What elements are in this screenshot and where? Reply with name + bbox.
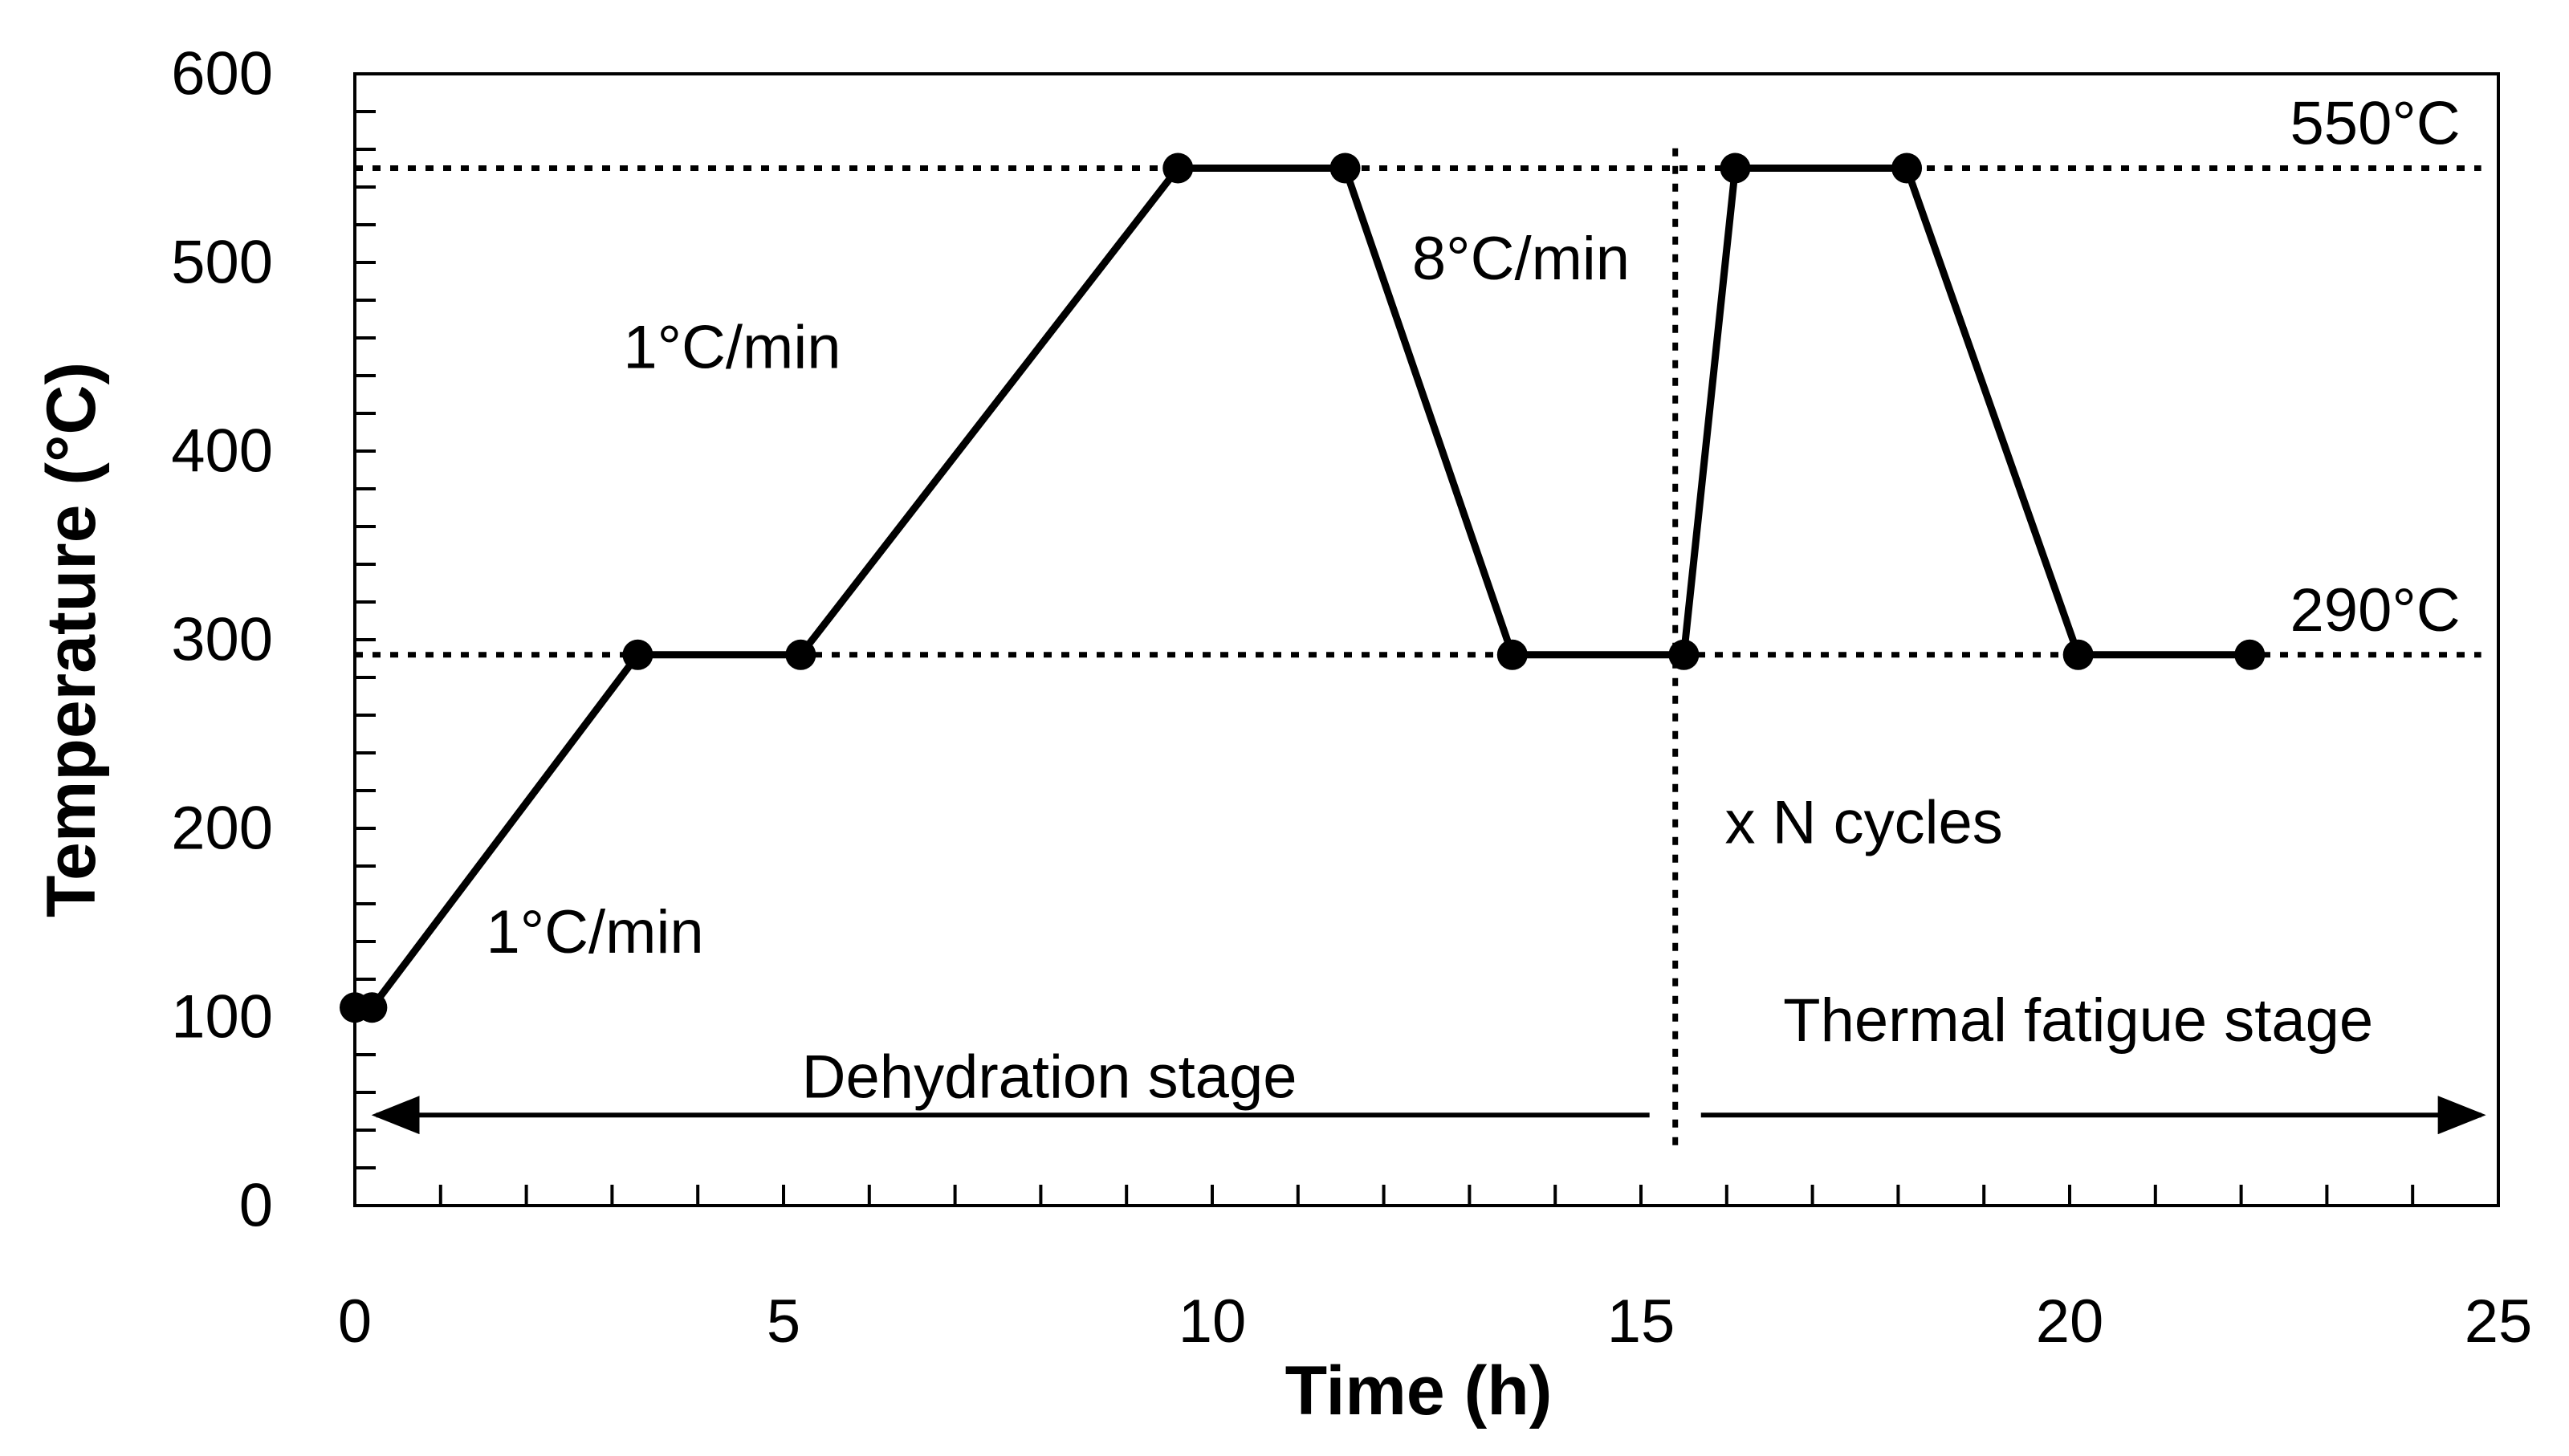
annotation-label: Dehydration stage [802,1043,1297,1112]
data-point [1496,639,1528,670]
y-tick-label: 0 [239,1172,273,1240]
data-point [356,992,388,1023]
data-point [1891,153,1923,184]
y-tick-label: 500 [171,229,273,297]
data-point [1329,153,1361,184]
x-tick-label: 25 [2465,1287,2533,1356]
data-point [1720,153,1751,184]
annotation-label: Thermal fatigue stage [1783,986,2373,1055]
annotation-label: 1°C/min [486,898,703,966]
y-tick-label: 600 [171,40,273,108]
annotation-label: 8°C/min [1412,225,1630,293]
x-tick-label: 10 [1179,1287,1247,1356]
annotation-label: 1°C/min [623,313,841,381]
y-tick-label: 300 [171,606,273,674]
y-tick-label: 400 [171,417,273,486]
y-axis-title: Temperature (°C) [33,362,110,917]
x-tick-label: 5 [767,1287,800,1356]
annotation-label: x N cycles [1725,788,2003,856]
x-tick-label: 0 [338,1287,372,1356]
y-tick-label: 200 [171,795,273,863]
data-point [785,639,816,670]
reference-line-label: 550°C [2290,90,2461,158]
data-series [340,153,2266,1023]
data-point [2234,639,2266,670]
series-line [355,165,2250,1011]
data-point [1162,153,1194,184]
x-tick-label: 20 [2036,1287,2104,1356]
x-axis-title: Time (h) [1285,1352,1553,1430]
x-tick-label: 15 [1607,1287,1675,1356]
data-point [2062,639,2094,670]
data-point [622,639,653,670]
y-tick-label: 100 [171,983,273,1051]
data-point [1668,639,1700,670]
reference-line-label: 290°C [2290,576,2461,645]
axes [353,72,2500,1207]
